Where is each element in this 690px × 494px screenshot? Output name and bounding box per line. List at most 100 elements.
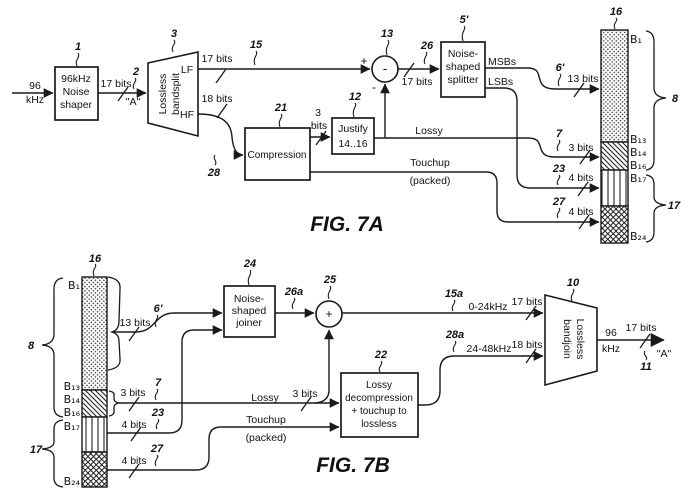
diff-bits: 17 bits	[402, 76, 433, 88]
bit-slash	[216, 103, 228, 119]
leader	[385, 39, 390, 56]
leader	[557, 73, 562, 87]
ref-23: 23	[552, 163, 565, 175]
ref-2: 2	[132, 66, 139, 78]
leader	[352, 102, 357, 118]
ref-28: 28	[207, 167, 221, 179]
lsb-bits: 4 bits	[568, 172, 593, 184]
wire-lsbs	[485, 87, 600, 193]
ref-11: 11	[640, 361, 651, 373]
bit-slash	[579, 149, 591, 165]
justify-box	[331, 117, 375, 155]
noise-shaper-line3: shaper	[60, 99, 93, 111]
touchup-bits: 4 bits	[121, 455, 146, 467]
bar-section-lsb	[81, 416, 108, 453]
leader	[613, 17, 618, 30]
ref-3: 3	[171, 28, 177, 40]
bar-label-b17: B₁₇	[630, 172, 646, 185]
msbs-port: MSBs	[488, 56, 516, 68]
bit-slash	[117, 86, 129, 102]
wire-lossy	[374, 137, 600, 162]
msb-bits: 13 bits	[120, 317, 151, 329]
leader	[247, 269, 252, 286]
lossy-label: Lossy	[415, 125, 443, 137]
splitter-line3: splitter	[448, 74, 479, 86]
leader	[92, 263, 97, 277]
brace-8-label: 8	[28, 340, 35, 352]
compression-box	[244, 127, 311, 181]
leader	[213, 154, 217, 166]
hf-bits: 18 bits	[202, 93, 233, 105]
bar-label-b24: B₂₄	[64, 475, 81, 488]
ref-16: 16	[610, 6, 623, 18]
joiner-line3: joiner	[235, 317, 262, 329]
bar-label-b17: B₁₇	[64, 420, 80, 433]
ref-10: 10	[567, 277, 580, 289]
leader	[171, 39, 176, 53]
bar-label-b1: B₁	[630, 33, 642, 46]
decomp-line3: + touchup to	[351, 406, 407, 417]
noise-shaper-line1: 96kHz	[61, 73, 91, 85]
bit-slash	[215, 68, 227, 84]
decomp-box	[340, 372, 419, 438]
fig7a-ref-leaders	[75, 17, 618, 219]
lossy-bits: 3 bits	[568, 142, 593, 154]
decomp-line2: decompression	[345, 393, 413, 404]
leader	[378, 360, 383, 373]
ref-26a: 26a	[284, 286, 303, 298]
ref-21: 21	[274, 102, 287, 114]
funnel-13bits	[107, 276, 121, 371]
wire-hf	[197, 113, 244, 160]
leader	[570, 288, 575, 302]
bar-label-b16: B₁₆	[64, 406, 81, 419]
touchup-label: Touchup	[410, 157, 450, 169]
leader	[154, 454, 159, 467]
bit-slash	[128, 463, 140, 479]
fig7b: 16 B₁ B₁₃ B₁₄ B₁₆ B₁₇ B₂₄ 8 17 13 bits 6…	[28, 253, 672, 488]
bar-label-b16: B₁₆	[630, 159, 647, 172]
bar-section-lossy	[81, 389, 108, 418]
leader	[154, 388, 159, 401]
joiner-line2: shaped	[232, 305, 267, 317]
bit-slash	[525, 305, 537, 321]
output-name: "A"	[657, 348, 672, 360]
leader	[452, 340, 457, 353]
ref-6prime: 6'	[154, 303, 163, 315]
bar-label-b1: B₁	[68, 279, 80, 292]
leader	[291, 297, 296, 310]
fig7b-bitstream-bar	[81, 276, 108, 488]
funnel-3bits	[108, 390, 120, 417]
input-rate-line1: 96	[29, 80, 41, 92]
noise-shaper-box	[54, 66, 99, 121]
wire-4bits-lsb	[107, 325, 223, 434]
comp-out-num: 3	[315, 107, 321, 119]
bit-slash	[573, 82, 585, 98]
leader	[423, 51, 428, 65]
lsb-bits: 4 bits	[121, 419, 146, 431]
leader	[278, 113, 283, 128]
bandjoin-line1: Lossless	[574, 319, 586, 360]
leader	[556, 139, 561, 152]
bandsplit-lf-port: LF	[181, 64, 193, 76]
comp-out-unit: bits	[311, 120, 327, 132]
input-rate-line2: kHz	[26, 94, 44, 106]
msb-bits: 13 bits	[568, 73, 599, 85]
sig-in-bits: 17 bits	[101, 78, 132, 90]
splitter-line2: shaped	[446, 61, 481, 73]
lossy-label: Lossy	[251, 392, 279, 404]
leader	[556, 174, 561, 186]
joiner-box	[223, 285, 276, 338]
output-rate-line2: kHz	[602, 343, 620, 355]
ref-16: 16	[89, 253, 102, 265]
bar-label-b13: B₁₃	[64, 380, 80, 393]
wire-touchup-4bits	[107, 422, 340, 471]
ref-7: 7	[556, 128, 563, 140]
packed-label: (packed)	[410, 175, 451, 187]
joiner-line1: Noise-	[234, 293, 265, 305]
fig7b-bit-slashes	[128, 305, 651, 479]
wire-lossy-to-adder	[314, 329, 334, 404]
bit-slash	[525, 348, 537, 364]
adder-node	[315, 300, 343, 328]
